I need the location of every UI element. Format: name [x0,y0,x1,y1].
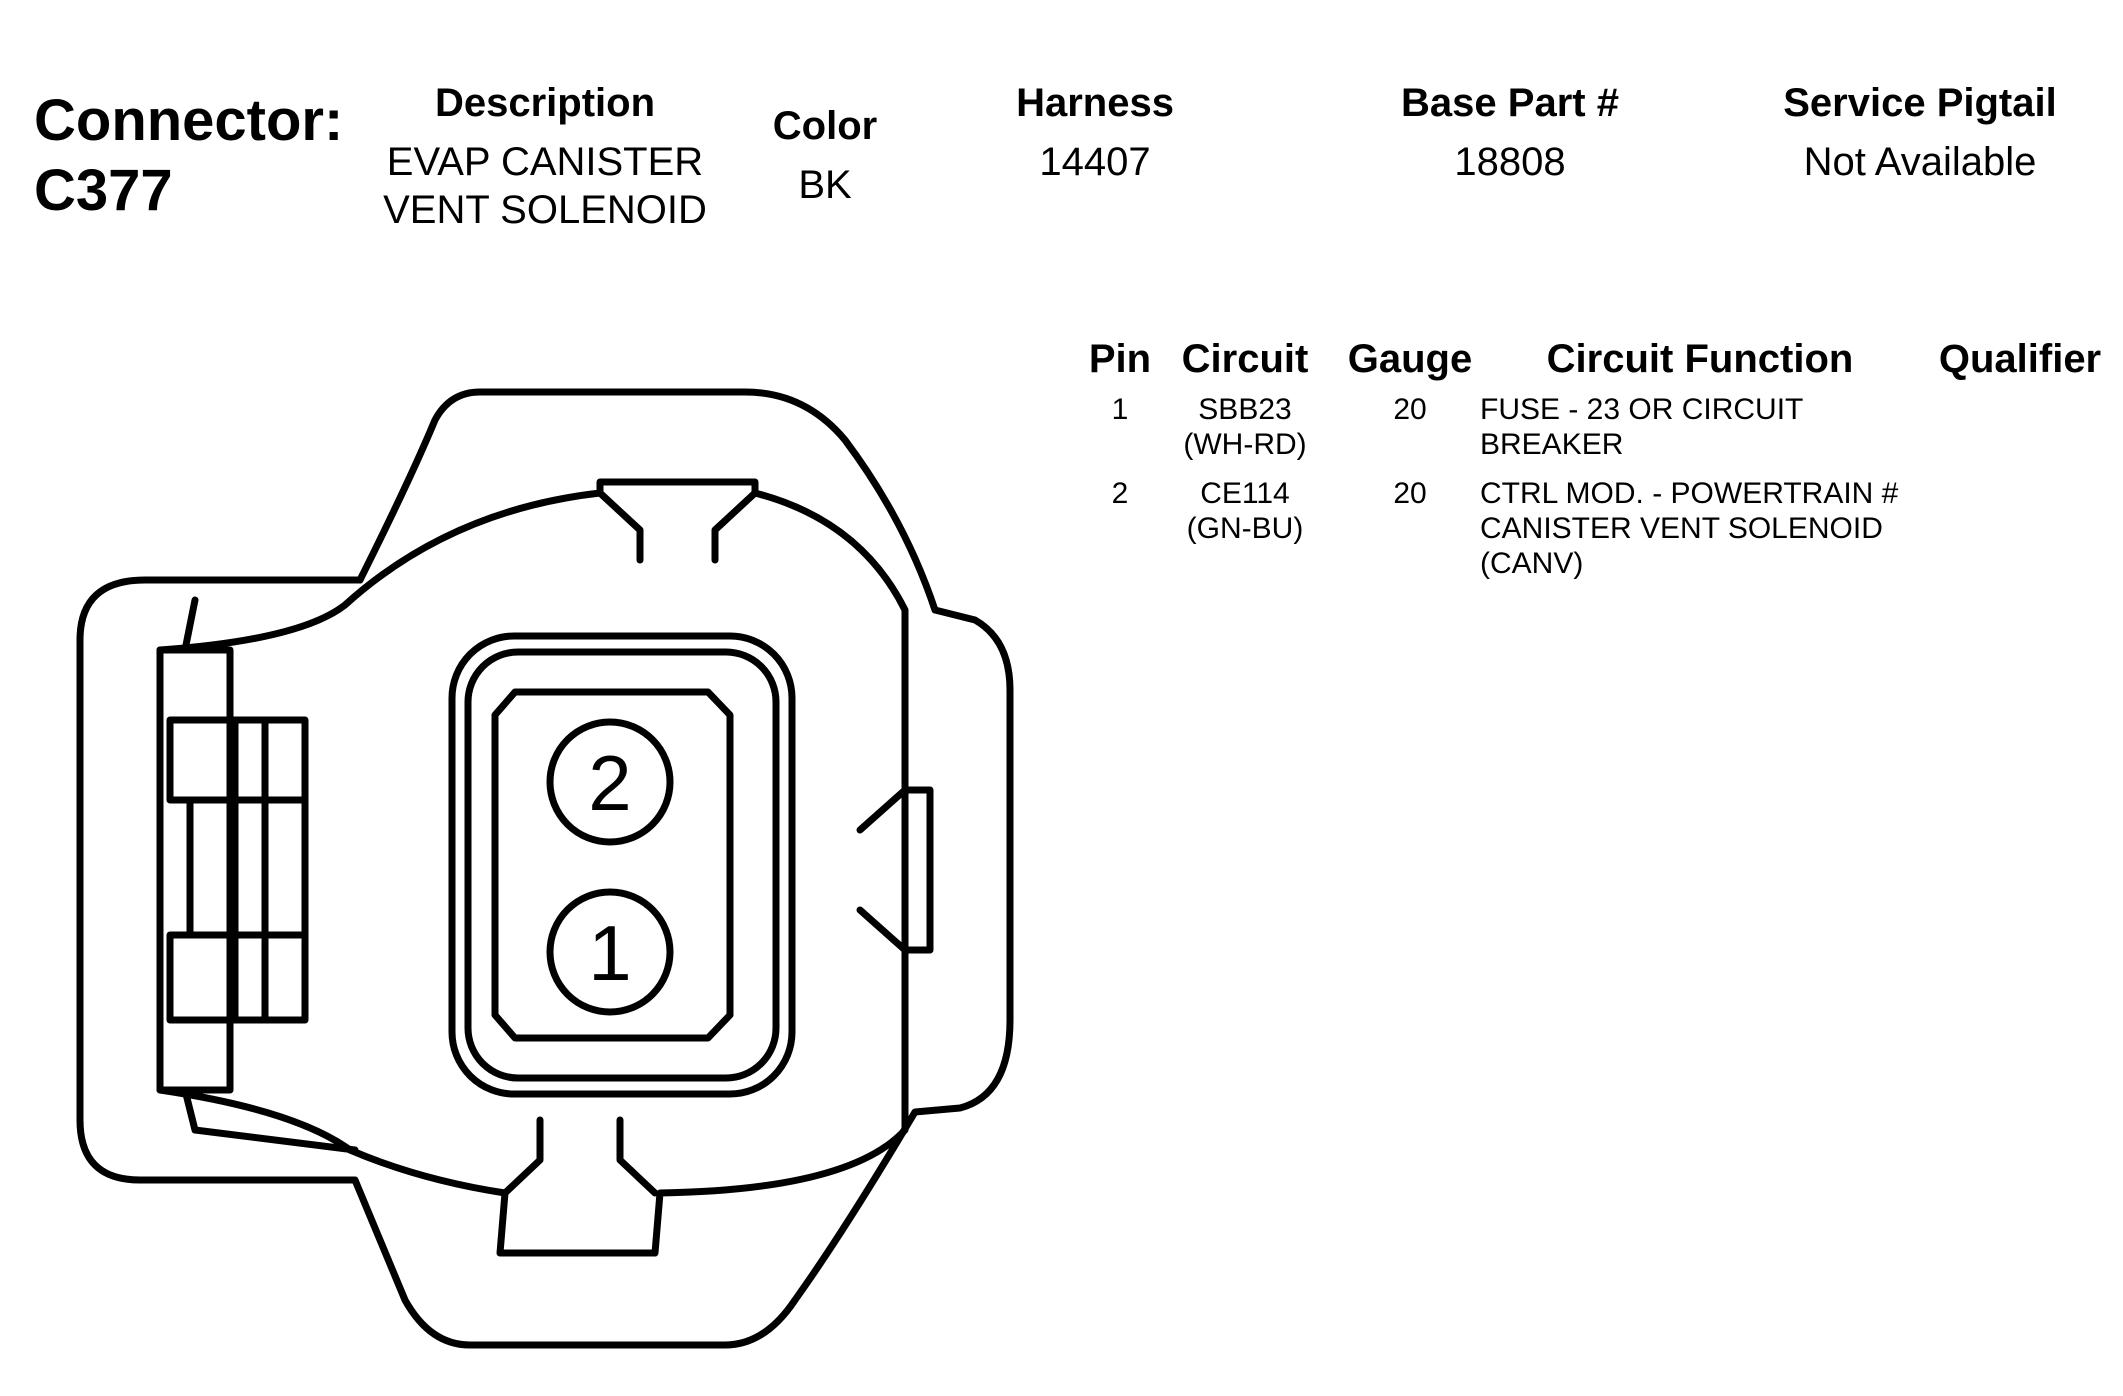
service-pigtail-column: Service Pigtail Not Available [1740,80,2100,186]
connector-title: Connector: C377 [34,86,374,226]
circuit-header: Circuit [1181,337,1309,381]
description-heading: Description [434,81,656,125]
row2-wire-color: (GN-BU) [1186,512,1304,545]
pin-1-cavity [546,888,674,1016]
top-key-notch [596,489,759,564]
description-column: Description EVAP CANISTER VENT SOLENOID [370,80,720,234]
bottom-key-notch [501,1116,659,1197]
color-heading: Color [772,104,878,148]
circuit-function-header: Circuit Function [1546,337,1854,381]
harness-value: 14407 [1039,140,1151,184]
pin-2-label: 2 [588,739,631,827]
cavity-middle [464,648,780,1082]
pin-2-cavity [546,718,674,846]
service-pigtail-value: Not Available [1803,140,2037,184]
connector-label: Connector: [34,88,344,153]
latch-body [156,646,234,1094]
latch-ridges [166,716,309,1024]
qualifier-header: Qualifier [1938,337,2102,381]
housing-outer [76,388,1014,1349]
service-pigtail-heading: Service Pigtail [1783,81,2057,125]
row2-circuit-id: CE114 [1200,477,1290,510]
cavity-inner [491,688,734,1042]
base-part-column: Base Part # 18808 [1350,80,1670,186]
description-value: EVAP CANISTER VENT SOLENOID [383,140,707,232]
harness-heading: Harness [1016,81,1174,125]
row2-circuit: CE114 (GN-BU) [1170,476,1320,546]
row1-circuit-id: SBB23 [1198,393,1292,426]
row2-function: CTRL MOD. - POWERTRAIN # CANISTER VENT S… [1480,477,1899,580]
row2-gauge: 20 [1393,477,1427,510]
base-part-heading: Base Part # [1401,81,1619,125]
row1-pin: 1 [1111,393,1129,426]
row1-gauge: 20 [1393,393,1427,426]
base-part-value: 18808 [1454,140,1566,184]
color-column: Color BK [740,103,910,209]
pin-1-label: 1 [588,909,631,997]
harness-column: Harness 14407 [960,80,1230,186]
pin-header: Pin [1088,337,1152,381]
row1-function: FUSE - 23 OR CIRCUIT BREAKER [1480,393,1803,461]
color-value: BK [798,163,852,207]
cavity-outer [448,632,796,1098]
row1-circuit: SBB23 (WH-RD) [1170,392,1320,462]
row1-wire-color: (WH-RD) [1183,428,1307,461]
row2-pin: 2 [1111,477,1129,510]
right-key [856,786,934,954]
gauge-header: Gauge [1347,337,1473,381]
connector-id: C377 [34,158,173,223]
